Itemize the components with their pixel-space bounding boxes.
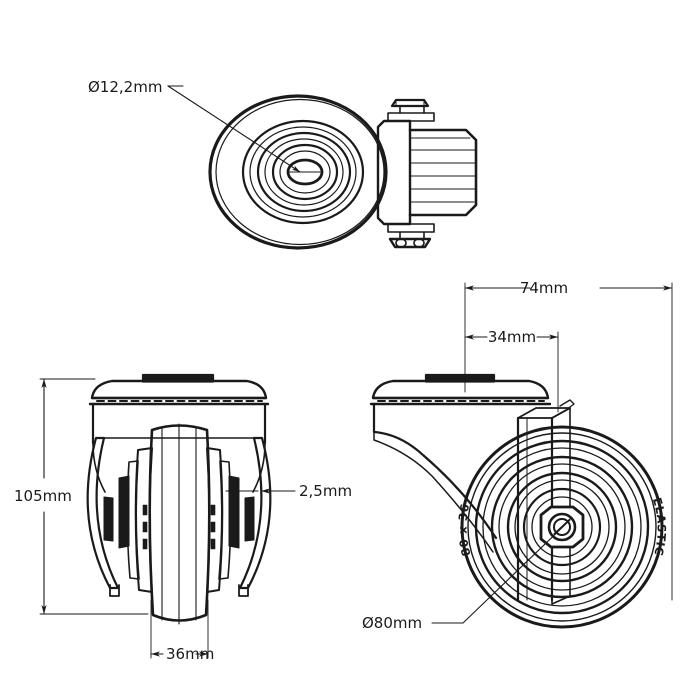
label-plate-offset: 34mm — [488, 328, 536, 346]
bore-leader-line — [167, 85, 301, 173]
top-view-bore — [286, 158, 324, 186]
side-view-rim-ring-6 — [514, 479, 610, 575]
label-plate-length: 74mm — [520, 279, 568, 297]
front-view — [86, 373, 272, 625]
dimension-36mm — [150, 599, 209, 659]
label-wheel-width: 36mm — [166, 645, 214, 663]
dimension-105mm — [39, 378, 149, 615]
front-view-top-plate — [90, 379, 268, 400]
side-view-leg — [372, 402, 498, 540]
side-view-rim-ring-4 — [498, 463, 626, 591]
side-view-rim-ring-2 — [482, 447, 642, 607]
label-bore-diameter: Ø12,2mm — [88, 78, 162, 96]
top-view-ring-1 — [241, 119, 365, 225]
side-view-tyre-inner — [467, 432, 657, 622]
label-plate-thickness: 2,5mm — [299, 482, 352, 500]
label-wheel-diameter: Ø80mm — [362, 614, 422, 632]
side-view-rim-ring-7 — [522, 487, 602, 567]
dimension-74mm — [464, 282, 673, 601]
side-view-tyre-outer — [460, 425, 664, 629]
side-view-rim-ring-5 — [506, 471, 618, 583]
wheel-diameter-leader — [431, 519, 571, 624]
side-view — [369, 373, 664, 629]
top-view-ring-6 — [279, 150, 331, 194]
wheel-compound-marking: ELASTIC — [650, 496, 669, 557]
side-view-rim-ring-3 — [490, 455, 634, 599]
label-overall-height: 105mm — [14, 487, 72, 505]
side-view-top-plate — [371, 379, 550, 400]
top-view-ring-2 — [249, 126, 357, 218]
top-view-ring-4 — [264, 138, 344, 206]
side-view-rim-ring-8 — [531, 496, 593, 558]
top-view-tyre-outer — [208, 94, 388, 250]
top-view-fork — [376, 98, 478, 249]
wheel-size-marking: 80 x 36 — [455, 502, 473, 557]
top-view-tyre-inner — [215, 98, 385, 246]
top-view-ring-3 — [256, 131, 352, 213]
top-view-ring-5 — [271, 143, 339, 201]
front-view-fork-left — [86, 436, 120, 590]
side-view-rim-ring-1 — [474, 439, 650, 615]
top-view — [208, 94, 478, 250]
dimension-34mm — [464, 331, 559, 413]
